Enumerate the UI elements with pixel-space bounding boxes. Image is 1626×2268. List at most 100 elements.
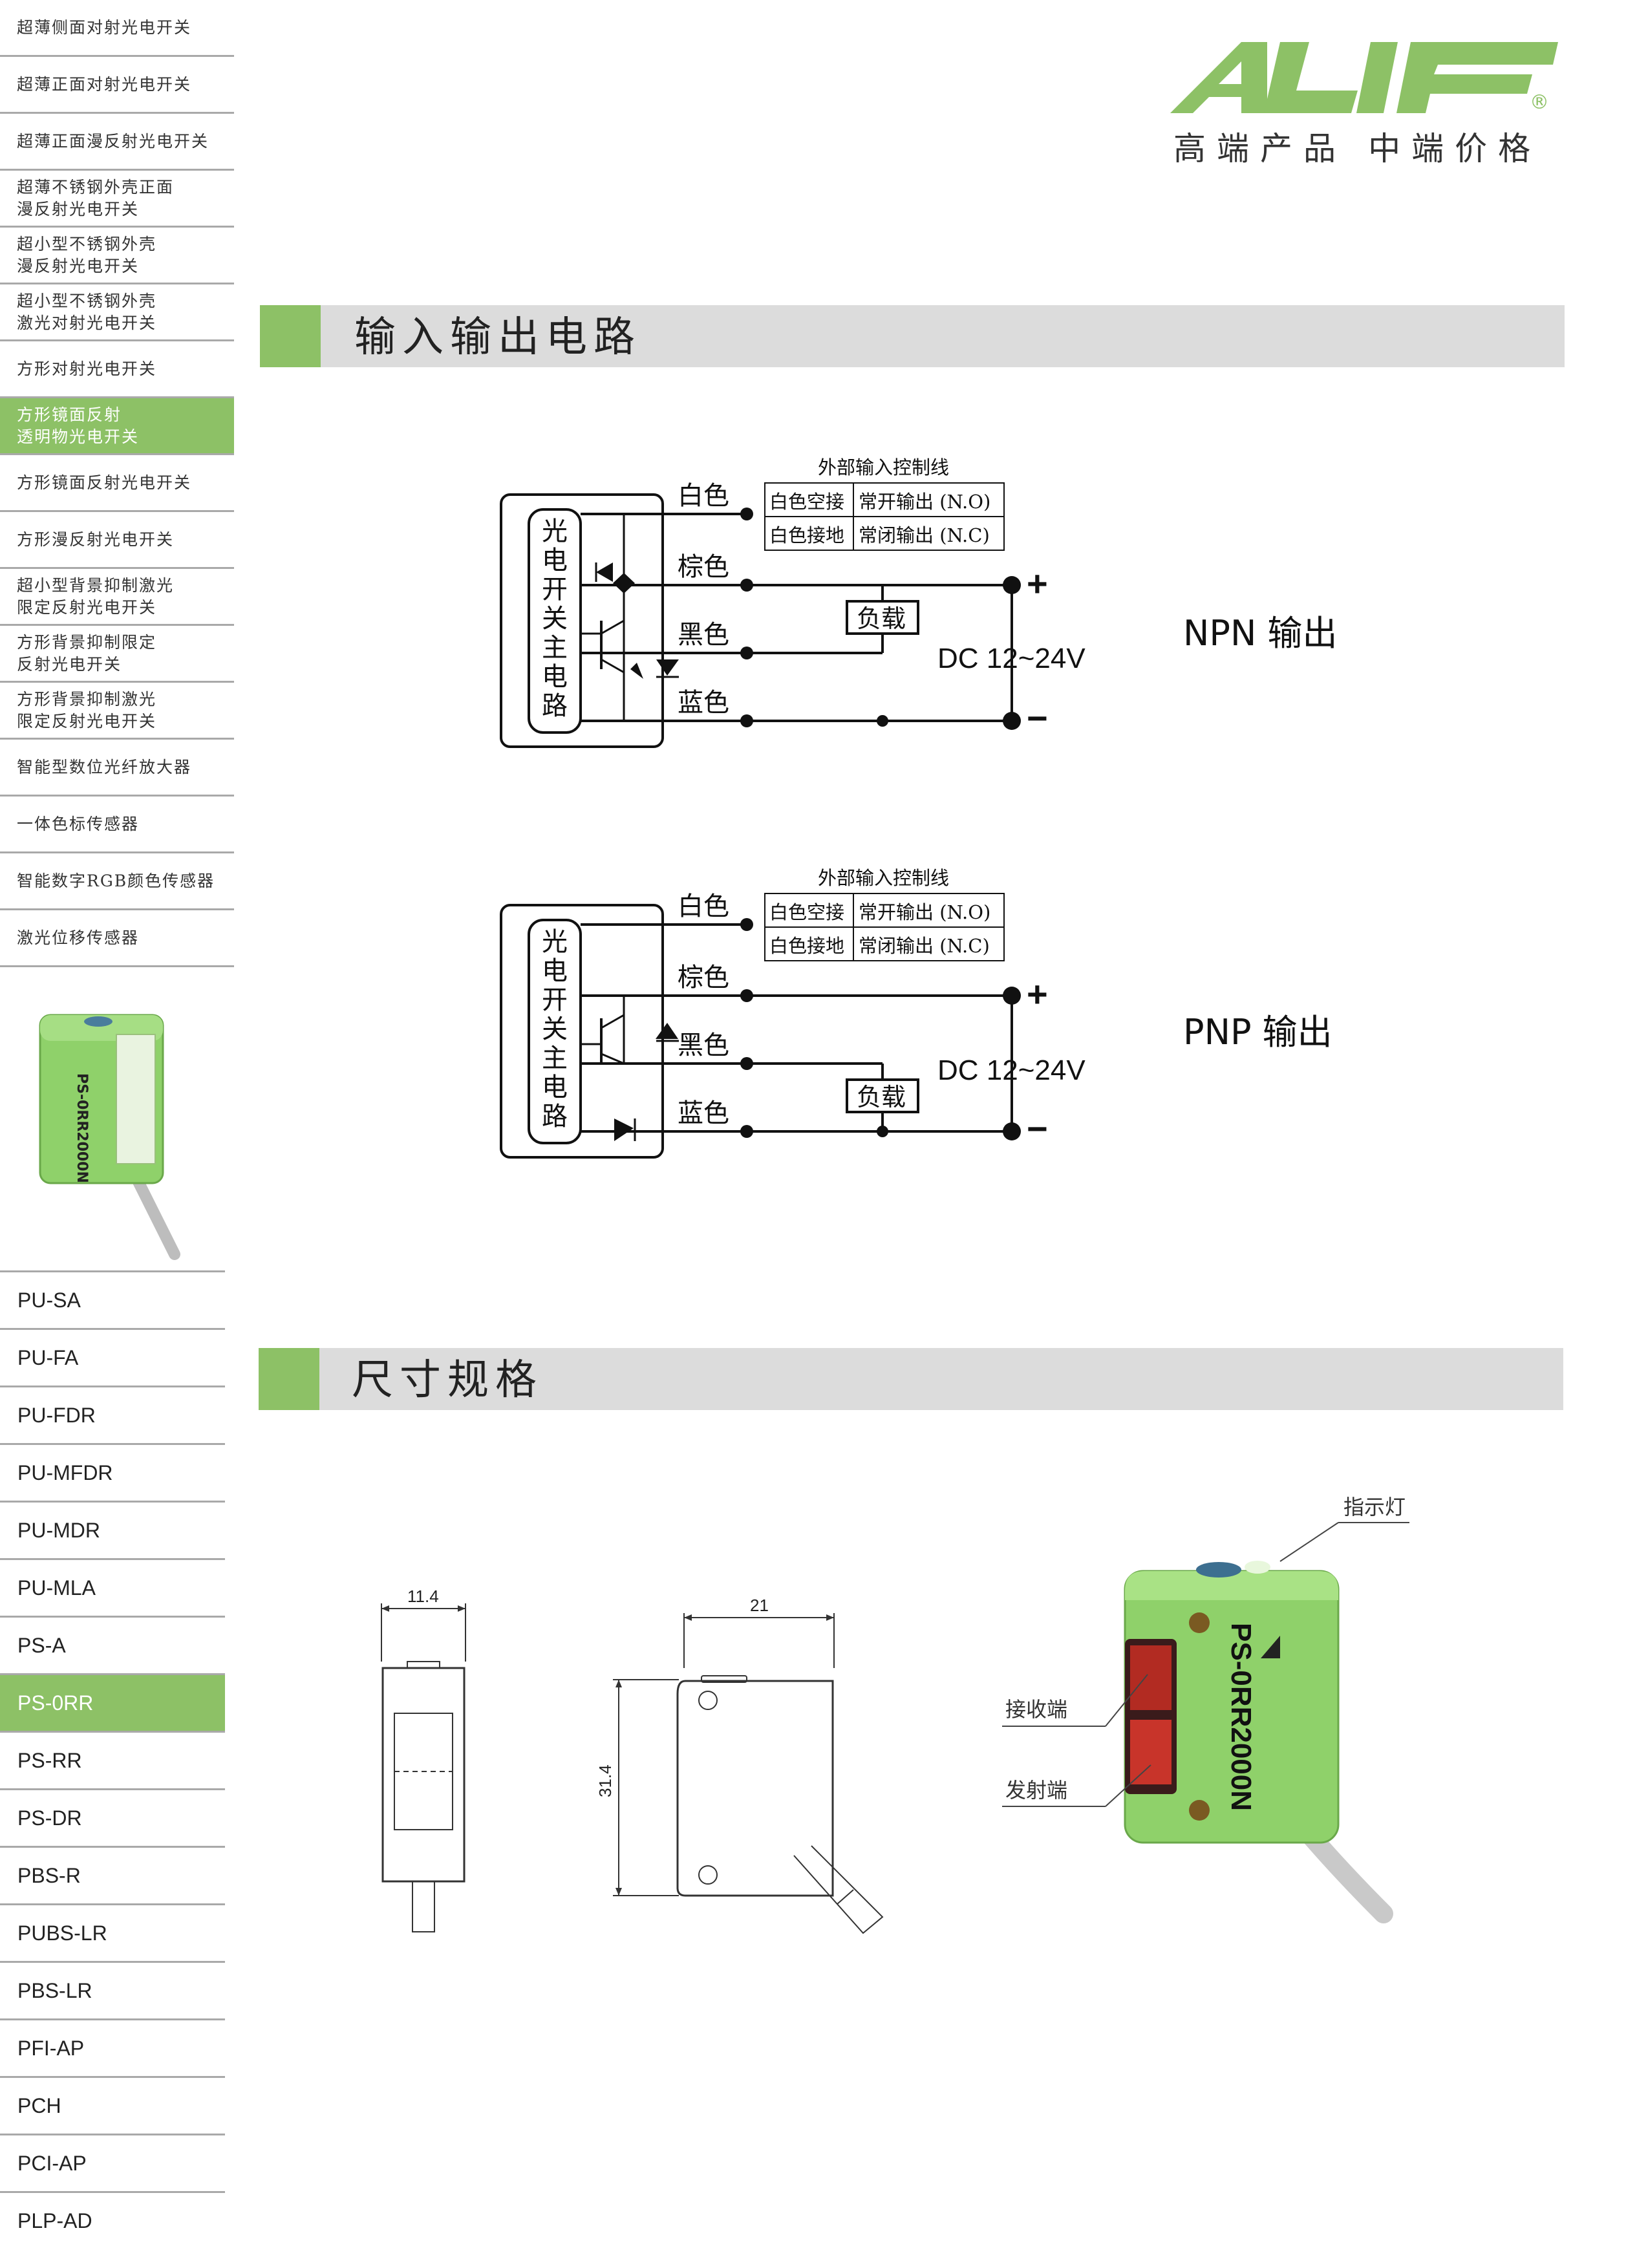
category-nav: 超薄侧面对射光电开关 超薄正面对射光电开关 超薄正面漫反射光电开关 超薄不锈钢外… xyxy=(0,0,234,967)
model-label: PU-MLA xyxy=(17,1576,96,1599)
model-item[interactable]: PU-MFDR xyxy=(0,1443,225,1501)
model-label: PU-FA xyxy=(17,1345,79,1369)
category-item[interactable]: 超薄侧面对射光电开关 xyxy=(0,0,234,57)
plus-terminal: + xyxy=(1027,563,1048,604)
category-item[interactable]: 超薄正面对射光电开关 xyxy=(0,57,234,114)
main-circuit-char: 路 xyxy=(542,1102,568,1131)
category-label: 超薄侧面对射光电开关 xyxy=(17,17,192,37)
dim-height: 31.4 xyxy=(595,1764,615,1797)
product-thumbnail: PS-0RR2000N xyxy=(39,1014,180,1260)
model-item[interactable]: PS-RR xyxy=(0,1731,225,1788)
plus-terminal: + xyxy=(1027,974,1048,1014)
minus-terminal: − xyxy=(1027,1108,1048,1149)
model-label: PU-MFDR xyxy=(17,1460,113,1484)
section-title: 尺寸规格 xyxy=(352,1356,543,1404)
category-label: 方形镜面反射 透明物光电开关 xyxy=(17,405,140,446)
model-item[interactable]: PCI-AP xyxy=(0,2134,225,2191)
npn-output-label: NPN 输出 xyxy=(1183,613,1338,654)
category-label: 智能数字RGB颜色传感器 xyxy=(17,871,215,890)
main-circuit-char: 路 xyxy=(542,691,568,721)
category-label: 智能型数位光纤放大器 xyxy=(17,757,192,776)
category-label: 超薄不锈钢外壳正面 漫反射光电开关 xyxy=(17,177,175,219)
load-label: 负载 xyxy=(857,604,906,633)
wire-label-black: 黑色 xyxy=(678,620,729,650)
category-item[interactable]: 智能数字RGB颜色传感器 xyxy=(0,853,234,910)
category-item[interactable]: 方形背景抑制激光 限定反射光电开关 xyxy=(0,683,234,740)
ext-table-out: 常开输出 (N.O) xyxy=(859,901,990,923)
ext-input-title: 外部输入控制线 xyxy=(818,456,949,478)
category-item-selected[interactable]: 方形镜面反射 透明物光电开关 xyxy=(0,398,234,455)
model-item[interactable]: PU-FDR xyxy=(0,1385,225,1443)
model-label: PS-DR xyxy=(17,1806,82,1830)
pnp-circuit-diagram: 光 电 开 关 主 电 路 白色 棕色 黑色 蓝色 负载 外部输入控制线 白色空… xyxy=(500,867,1332,1159)
category-label: 方形背景抑制限定 反射光电开关 xyxy=(17,632,157,674)
category-item[interactable]: 超薄不锈钢外壳正面 漫反射光电开关 xyxy=(0,171,234,228)
emitter-label: 发射端 xyxy=(1005,1778,1067,1803)
category-label: 方形对射光电开关 xyxy=(17,359,157,378)
thumbnail-model-print: PS-0RR2000N xyxy=(74,1073,90,1183)
category-label: 激光位移传感器 xyxy=(17,928,140,947)
category-item[interactable]: 超薄正面漫反射光电开关 xyxy=(0,114,234,171)
wire-label-brown: 棕色 xyxy=(678,552,729,582)
category-label: 超小型背景抑制激光 限定反射光电开关 xyxy=(17,575,175,617)
category-item[interactable]: 智能型数位光纤放大器 xyxy=(0,740,234,797)
section-header-io: 输入输出电路 xyxy=(260,305,1565,367)
model-label: PCI-AP xyxy=(17,2151,87,2175)
model-item-selected[interactable]: PS-0RR xyxy=(0,1673,225,1731)
model-item[interactable]: PU-MLA xyxy=(0,1558,225,1616)
load-label: 负载 xyxy=(857,1083,906,1111)
product-illustration: PS-0RR2000N 指示灯 接收端 发射端 xyxy=(1002,1495,1409,1923)
model-item[interactable]: PU-FA xyxy=(0,1328,225,1385)
minus-terminal: − xyxy=(1027,698,1048,738)
model-label: PS-A xyxy=(17,1633,66,1657)
category-item[interactable]: 方形漫反射光电开关 xyxy=(0,512,234,569)
model-label: PFI-AP xyxy=(17,2036,85,2060)
main-circuit-char: 开 xyxy=(542,985,568,1015)
model-item[interactable]: PFI-AP xyxy=(0,2018,225,2076)
section-accent-block xyxy=(260,305,321,367)
model-item[interactable]: PBS-R xyxy=(0,1846,225,1903)
dim-front-width: 21 xyxy=(750,1596,769,1615)
section-accent-block xyxy=(259,1348,319,1410)
category-label: 超薄正面漫反射光电开关 xyxy=(17,131,209,151)
main-circuit-char: 电 xyxy=(542,546,568,575)
tagline-left: 高端产品 xyxy=(1173,130,1347,167)
category-item[interactable]: 方形对射光电开关 xyxy=(0,341,234,398)
category-item[interactable]: 方形镜面反射光电开关 xyxy=(0,455,234,512)
model-item[interactable]: PS-DR xyxy=(0,1788,225,1846)
model-item[interactable]: PUBS-LR xyxy=(0,1903,225,1961)
brand-tagline: 高端产品 中端价格 xyxy=(1173,123,1626,175)
wire-label-black: 黑色 xyxy=(678,1031,729,1060)
dim-side-width: 11.4 xyxy=(407,1587,439,1606)
model-label: PS-0RR xyxy=(17,1691,94,1715)
model-item[interactable]: PS-A xyxy=(0,1616,225,1673)
category-item[interactable]: 一体色标传感器 xyxy=(0,797,234,853)
main-circuit-char: 关 xyxy=(542,1014,568,1044)
category-item[interactable]: 超小型不锈钢外壳 漫反射光电开关 xyxy=(0,228,234,284)
main-circuit-char: 电 xyxy=(542,1073,568,1102)
model-nav: PU-SA PU-FA PU-FDR PU-MFDR PU-MDR PU-MLA… xyxy=(0,1270,225,2249)
main-circuit-char: 开 xyxy=(542,575,568,604)
category-item[interactable]: 超小型不锈钢外壳 激光对射光电开关 xyxy=(0,284,234,341)
category-item[interactable]: 超小型背景抑制激光 限定反射光电开关 xyxy=(0,569,234,626)
model-item[interactable]: PBS-LR xyxy=(0,1961,225,2018)
category-item[interactable]: 激光位移传感器 xyxy=(0,910,234,967)
wire-label-white: 白色 xyxy=(678,892,729,921)
product-model-print: PS-0RR2000N xyxy=(1225,1623,1257,1811)
model-label: PS-RR xyxy=(17,1748,82,1772)
wire-label-brown: 棕色 xyxy=(678,963,729,992)
main-circuit-char: 关 xyxy=(542,604,568,634)
category-label: 一体色标传感器 xyxy=(17,814,140,833)
ext-table-out: 常开输出 (N.O) xyxy=(859,491,990,513)
model-item[interactable]: PCH xyxy=(0,2076,225,2134)
category-label: 方形背景抑制激光 限定反射光电开关 xyxy=(17,689,157,731)
category-item[interactable]: 方形背景抑制限定 反射光电开关 xyxy=(0,626,234,683)
ext-input-title: 外部输入控制线 xyxy=(818,867,949,889)
model-item[interactable]: PU-SA xyxy=(0,1270,225,1328)
section-header-dim: 尺寸规格 xyxy=(259,1348,1563,1410)
model-label: PBS-R xyxy=(17,1863,81,1887)
main-circuit-char: 主 xyxy=(542,633,568,663)
model-item[interactable]: PLP-AD xyxy=(0,2191,225,2249)
model-item[interactable]: PU-MDR xyxy=(0,1501,225,1558)
wire-label-white: 白色 xyxy=(678,481,729,511)
